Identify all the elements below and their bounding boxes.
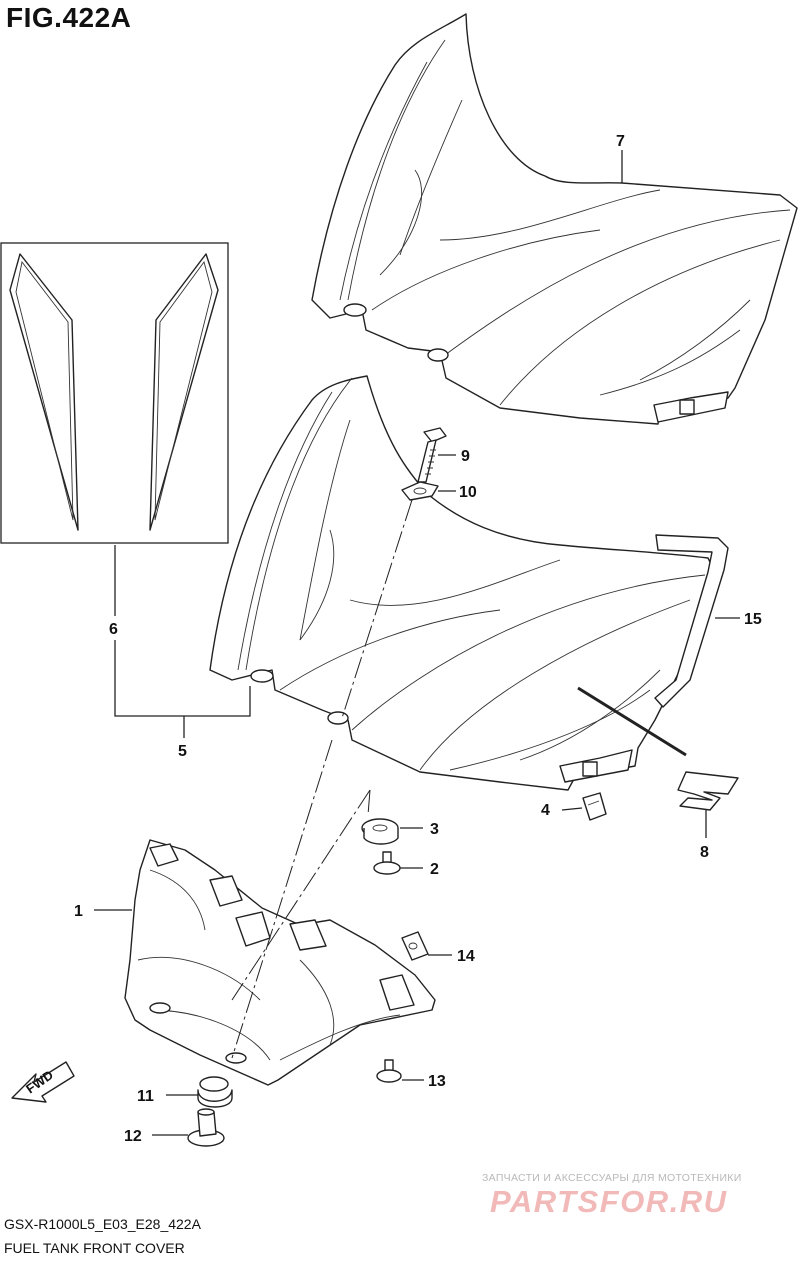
callout-6: 6: [109, 621, 118, 638]
callout-3: 3: [430, 821, 439, 838]
callout-8: 8: [700, 844, 709, 861]
figure-title: FIG.422A: [6, 2, 132, 33]
part-4-clip: [582, 792, 607, 821]
part-2-bolt: [373, 851, 401, 875]
diagram-caption: FUEL TANK FRONT COVER: [4, 1240, 185, 1256]
callout-12: 12: [124, 1128, 142, 1145]
part-15-trim: [654, 534, 729, 708]
decal-set-box: [0, 242, 229, 544]
callout-2: 2: [430, 861, 439, 878]
callout-5: 5: [178, 743, 187, 760]
callout-10: 10: [459, 484, 477, 501]
part-7-upper-cover: [311, 13, 798, 425]
callout-7: 7: [616, 133, 625, 150]
callout-4: 4: [541, 802, 550, 819]
callout-11: 11: [137, 1088, 154, 1105]
part-10-washer: [401, 481, 439, 501]
part-11-grommet: [197, 1076, 233, 1108]
callout-15: 15: [744, 611, 762, 628]
leader-lines: [94, 150, 740, 1136]
part-3-grommet: [361, 818, 399, 845]
callout-14: 14: [457, 948, 475, 965]
fwd-arrow: FWD: [11, 1061, 75, 1103]
part-1-inner-panel: [124, 839, 436, 1086]
assembly-lines: [231, 499, 687, 1059]
part-14-nut: [401, 931, 429, 961]
callout-9: 9: [461, 448, 470, 465]
model-code: GSX-R1000L5_E03_E28_422A: [4, 1216, 201, 1232]
callout-13: 13: [428, 1073, 446, 1090]
callout-labels: 7 9 10 6 5 15 3 2 4 8 1 14 13 11 12: [74, 133, 762, 1145]
part-5-lower-cover: [209, 375, 714, 791]
part-8-emblem: [677, 771, 739, 811]
part-13-bolt: [376, 1059, 402, 1083]
part-12-collar: [187, 1108, 225, 1147]
watermark-brand: PARTSFOR.RU: [490, 1184, 728, 1219]
watermark-tagline: ЗАПЧАСТИ И АКСЕССУАРЫ ДЛЯ МОТОТЕХНИКИ: [482, 1172, 742, 1184]
part-9-screw: [417, 427, 447, 483]
callout-1: 1: [74, 903, 83, 920]
